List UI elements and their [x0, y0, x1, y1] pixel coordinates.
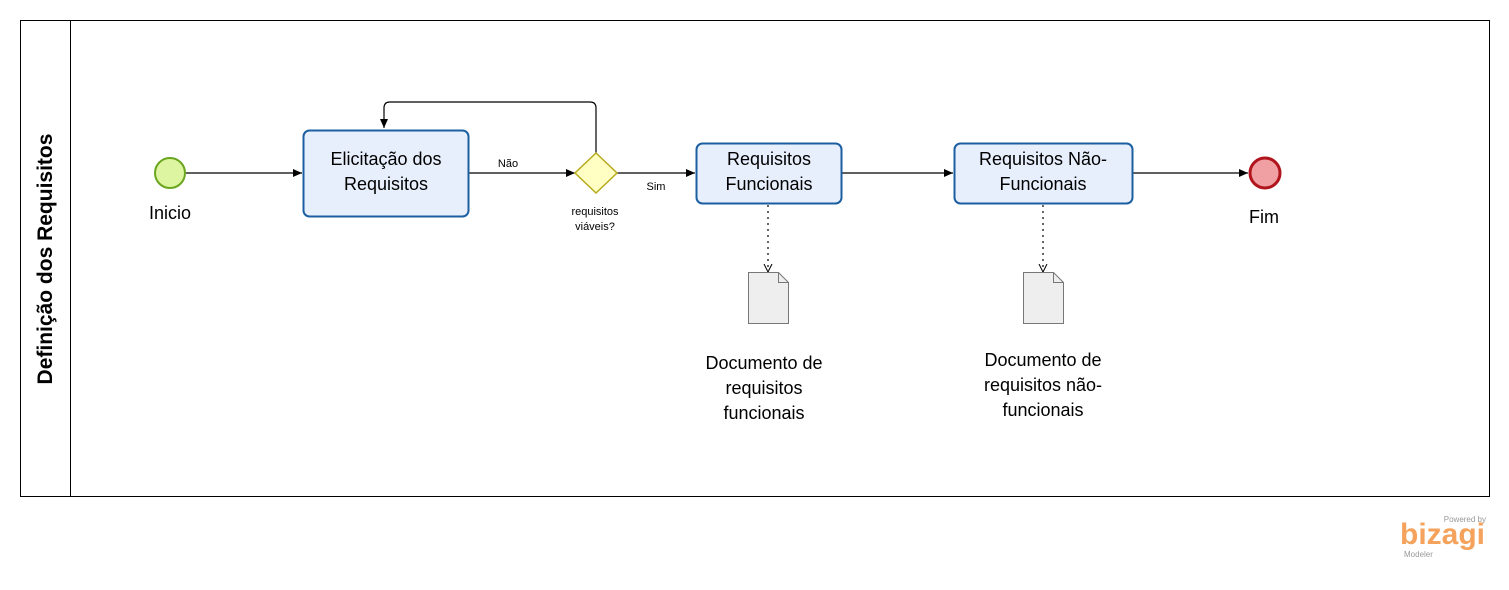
end-event[interactable] — [1248, 156, 1282, 190]
task-nonfunctional-label-line2: Funcionais — [999, 174, 1086, 194]
document-nonfunctional-label-line2: requisitos não- — [984, 375, 1102, 395]
gateway-label-line1: requisitos — [571, 206, 619, 218]
document-icon[interactable] — [748, 272, 789, 324]
end-event-label: Fim — [1249, 207, 1279, 227]
brand-powered-text: Powered by — [1443, 515, 1486, 524]
task-nonfunctional[interactable]: Requisitos Não- Funcionais — [953, 142, 1134, 205]
task-functional-label-line2: Funcionais — [725, 174, 812, 194]
gateway-no-label: Não — [498, 158, 518, 170]
gateway[interactable] — [573, 151, 619, 195]
pool[interactable] — [20, 20, 1490, 497]
bizagi-logo: Powered by bizagi Modeler — [1398, 515, 1490, 563]
task-functional-label-line1: Requisitos — [727, 149, 811, 169]
gateway-yes-label: Sim — [647, 181, 666, 193]
document-functional-label-line3: funcionais — [723, 403, 804, 423]
task-elicitation-label-line1: Elicitação dos — [330, 149, 441, 169]
document-functional-label-line1: Documento de — [705, 353, 822, 373]
pool-title: Definição dos Requisitos — [34, 134, 57, 385]
document-nonfunctional-label-line3: funcionais — [1002, 400, 1083, 420]
task-elicitation-label-line2: Requisitos — [344, 174, 428, 194]
task-nonfunctional-label-line1: Requisitos Não- — [979, 149, 1107, 169]
task-functional[interactable]: Requisitos Funcionais — [695, 142, 843, 205]
associations — [768, 205, 1043, 272]
document-icon[interactable] — [1023, 272, 1064, 324]
brand-name-text: bizagi — [1400, 518, 1486, 551]
flow-gateway-loop-back — [380, 101, 597, 153]
sequence-flows — [186, 101, 1248, 177]
document-functional-label-line2: requisitos — [725, 378, 802, 398]
brand-product-text: Modeler — [1404, 550, 1433, 559]
task-elicitation[interactable]: Elicitação dos Requisitos — [302, 129, 470, 218]
document-nonfunctional-label-line1: Documento de — [984, 350, 1101, 370]
start-event[interactable] — [154, 157, 186, 189]
start-event-label: Inicio — [149, 203, 191, 223]
gateway-label-line2: viáveis? — [575, 221, 615, 233]
